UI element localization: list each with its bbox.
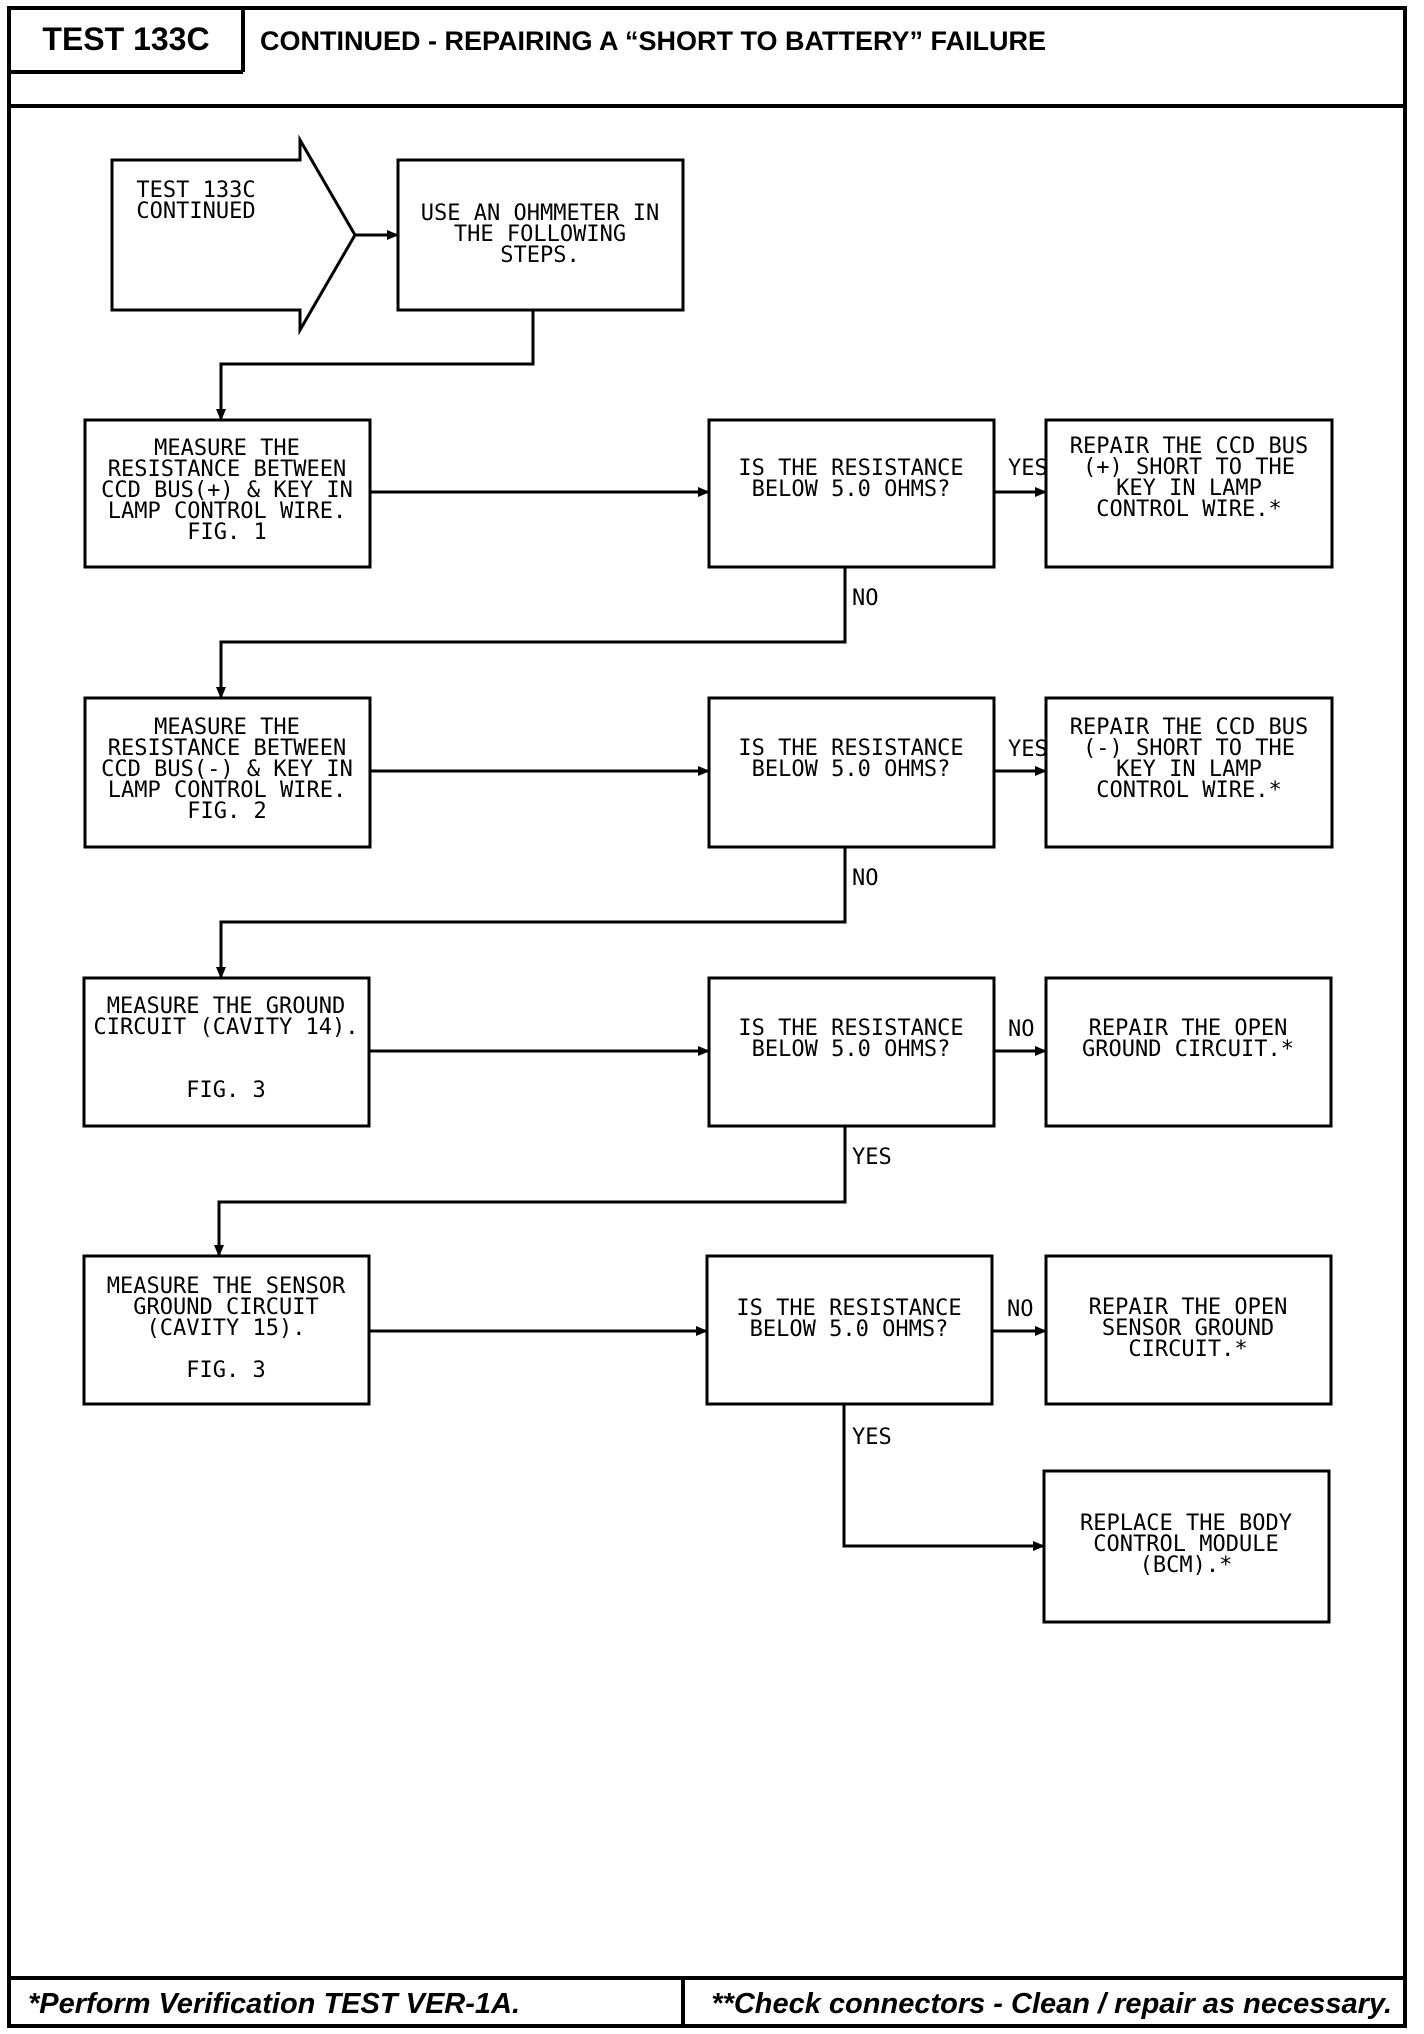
edge-label-no: NO xyxy=(1008,1017,1035,1042)
decision-box-2 xyxy=(707,696,996,849)
edge-label-yes: YES xyxy=(852,1145,892,1170)
test-label: TEST 133C xyxy=(42,21,209,57)
box-text-line: CCD BUS(+) & KEY IN xyxy=(101,478,353,503)
box-text-line: (-) SHORT TO THE xyxy=(1083,736,1295,761)
box-text-line: CONTINUED xyxy=(136,199,255,224)
edge-label-no: NO xyxy=(852,866,879,891)
box-text-line: MEASURE THE xyxy=(154,436,300,461)
box-text-line: REPAIR THE OPEN xyxy=(1089,1295,1288,1320)
box-text-line: CIRCUIT (CAVITY 14). xyxy=(94,1015,359,1040)
measure-box-2 xyxy=(83,696,372,849)
box-text-line: REPAIR THE CCD BUS xyxy=(1070,715,1308,740)
repair-box-4 xyxy=(1044,1254,1333,1406)
box-text-line: (BCM).* xyxy=(1140,1553,1233,1578)
box-text-line: BELOW 5.0 OHMS? xyxy=(752,757,951,782)
edge-label-no: NO xyxy=(1007,1297,1034,1322)
box-text-line: CONTROL WIRE.* xyxy=(1096,497,1281,522)
box-text-line: RESISTANCE BETWEEN xyxy=(108,457,346,482)
box-text-line: FIG. 3 xyxy=(186,1078,265,1103)
footer-note-verification: *Perform Verification TEST VER-1A. xyxy=(28,1988,520,2020)
box-text-line: STEPS. xyxy=(500,243,579,268)
box-text-line: REPAIR THE CCD BUS xyxy=(1070,434,1308,459)
ohmmeter-step-box xyxy=(396,158,685,312)
edge-label-yes: YES xyxy=(1008,737,1048,762)
box-text-line: KEY IN LAMP xyxy=(1116,757,1262,782)
measure-box-1 xyxy=(83,418,372,569)
page-frame xyxy=(7,6,1407,2028)
box-text-line: GROUND CIRCUIT xyxy=(133,1295,318,1320)
box-text-line: BELOW 5.0 OHMS? xyxy=(750,1317,949,1342)
box-text-line: THE FOLLOWING xyxy=(454,222,626,247)
box-text-line: REPLACE THE BODY xyxy=(1080,1511,1292,1536)
box-text-line: SENSOR GROUND xyxy=(1102,1316,1274,1341)
measure-box-3 xyxy=(82,976,371,1128)
decision-box-4 xyxy=(705,1254,994,1406)
box-text-line: LAMP CONTROL WIRE. xyxy=(108,778,346,803)
box-text-line: RESISTANCE BETWEEN xyxy=(108,736,346,761)
box-text-line: (+) SHORT TO THE xyxy=(1083,455,1295,480)
box-text-line: CCD BUS(-) & KEY IN xyxy=(101,757,353,782)
box-text-line: MEASURE THE GROUND xyxy=(107,994,345,1019)
box-text-line: IS THE RESISTANCE xyxy=(738,456,963,481)
box-text-line: (CAVITY 15). xyxy=(147,1316,306,1341)
box-text-line: BELOW 5.0 OHMS? xyxy=(752,477,951,502)
box-text-line: TEST 133C xyxy=(136,178,255,203)
box-text-line: MEASURE THE SENSOR xyxy=(107,1274,346,1299)
repair-box-2 xyxy=(1044,696,1334,849)
box-text-line: IS THE RESISTANCE xyxy=(738,736,963,761)
connector-decision3-yes xyxy=(214,1126,847,1257)
page-title: CONTINUED - REPAIRING A “SHORT TO BATTER… xyxy=(260,26,1046,56)
box-text-line: GROUND CIRCUIT.* xyxy=(1082,1037,1294,1062)
box-text-line: USE AN OHMMETER IN xyxy=(421,201,659,226)
edge-label-no: NO xyxy=(852,586,879,611)
box-text-line: CIRCUIT.* xyxy=(1128,1337,1247,1362)
box-text-line: LAMP CONTROL WIRE. xyxy=(108,499,346,524)
connector-decision2-no xyxy=(216,847,847,979)
decision-box-3 xyxy=(707,976,996,1128)
box-text-line: IS THE RESISTANCE xyxy=(736,1296,961,1321)
box-text-line: FIG. 3 xyxy=(186,1358,265,1383)
connector-ohmmeter-to-measure1 xyxy=(216,310,535,421)
box-text-line: BELOW 5.0 OHMS? xyxy=(752,1037,951,1062)
repair-box-3 xyxy=(1044,976,1333,1128)
edge-label-yes: YES xyxy=(852,1425,892,1450)
connector-decision1-no xyxy=(216,567,847,699)
connector-decision4-yes xyxy=(842,1404,1045,1551)
repair-box-1 xyxy=(1044,418,1334,569)
start-arrow-shape xyxy=(110,134,357,336)
box-text-line: FIG. 2 xyxy=(187,799,266,824)
box-text-line: IS THE RESISTANCE xyxy=(738,1016,963,1041)
box-text-line: CONTROL WIRE.* xyxy=(1096,778,1281,803)
replace-bcm-box xyxy=(1042,1469,1331,1624)
box-text-line: FIG. 1 xyxy=(187,520,266,545)
box-text-line: MEASURE THE xyxy=(154,715,300,740)
box-text-line: REPAIR THE OPEN xyxy=(1089,1016,1288,1041)
box-text-line: CONTROL MODULE xyxy=(1093,1532,1278,1557)
measure-box-4 xyxy=(82,1254,371,1406)
edge-label-yes: YES xyxy=(1008,456,1048,481)
footer-note-connectors: **Check connectors - Clean / repair as n… xyxy=(711,1988,1392,2020)
box-text-line: KEY IN LAMP xyxy=(1116,476,1262,501)
